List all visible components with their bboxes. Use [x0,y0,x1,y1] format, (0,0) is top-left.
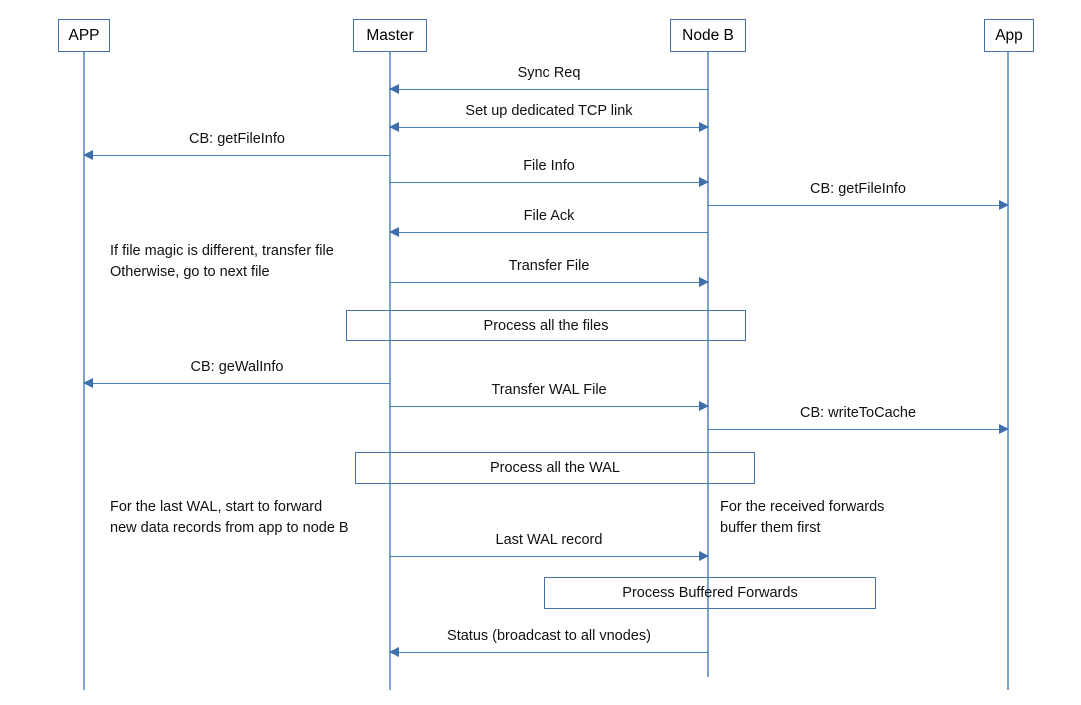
arrow-shaft [708,205,1008,207]
arrow-shaft [390,556,708,558]
arrow-head-right [699,177,709,188]
arrow-head-left [389,647,399,658]
message-label: Set up dedicated TCP link [465,103,633,120]
arrow-head-right [699,277,709,288]
arrow-shaft [84,155,390,157]
message-label: Status (broadcast to all vnodes) [447,628,651,645]
arrow-head-right [999,200,1009,211]
arrow-shaft [708,429,1008,431]
process-box-label: Process all the WAL [489,460,620,476]
message-label: CB: getFileInfo [189,131,285,148]
arrow-shaft [390,232,708,234]
arrow-shaft [390,406,708,408]
message-label: Transfer WAL File [491,382,607,399]
note-received-forwards-buffer: For the received forwards buffer them fi… [720,499,885,537]
arrow-shaft [390,89,708,91]
message-label: File Ack [523,208,575,225]
message-label: Last WAL record [495,532,603,549]
arrow-shaft [390,652,708,654]
lifeline-node-b [707,52,709,677]
note-file-magic: If file magic is different, transfer fil… [110,243,334,281]
arrow-head-right [999,424,1009,435]
arrow-head-left [83,378,93,389]
process-box-all-wal[interactable]: Process all the WAL [355,452,755,484]
participant-master[interactable]: Master [353,19,427,52]
process-box-buffered-forwards[interactable]: Process Buffered Forwards [544,577,876,609]
participant-label: Node B [682,26,734,44]
arrow-head-left [83,150,93,161]
participant-app-right[interactable]: App [984,19,1034,52]
lifeline-master [389,52,391,690]
arrow-head-right [699,551,709,562]
arrow-head-right [699,401,709,412]
message-label: CB: geWalInfo [190,359,284,376]
lifeline-app-left [83,52,85,690]
arrow-shaft [84,383,390,385]
process-box-all-files[interactable]: Process all the files [346,310,746,341]
participant-node-b[interactable]: Node B [670,19,746,52]
process-box-label: Process Buffered Forwards [622,585,798,601]
message-label: File Info [523,158,575,175]
arrow-head-left [389,84,399,95]
participant-label: Master [366,26,414,44]
message-label: CB: getFileInfo [810,181,906,198]
arrow-head-right [699,122,709,133]
note-last-wal-forward: For the last WAL, start to forward new d… [110,499,349,537]
arrow-head-left [389,227,399,238]
participant-app-left[interactable]: APP [58,19,110,52]
message-label: Sync Req [517,65,581,82]
arrow-shaft [390,127,708,129]
message-label: Transfer File [508,258,590,275]
participant-label: App [995,26,1023,44]
arrow-head-left [389,122,399,133]
process-box-label: Process all the files [483,317,609,334]
lifeline-app-right [1007,52,1009,690]
arrow-shaft [390,282,708,284]
arrow-shaft [390,182,708,184]
participant-label: APP [68,26,100,44]
message-label: CB: writeToCache [799,405,917,422]
